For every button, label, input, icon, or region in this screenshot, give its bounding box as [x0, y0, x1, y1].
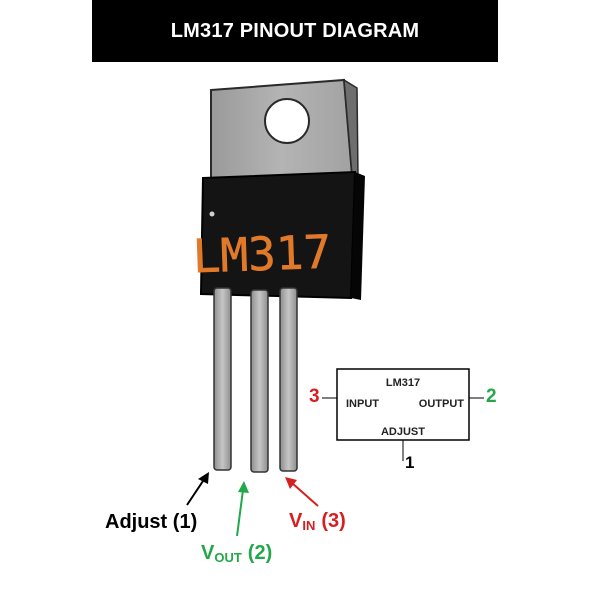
schematic-pin-1: 1	[405, 453, 414, 472]
schematic-input-label: INPUT	[346, 398, 379, 410]
schematic-output-label: OUTPUT	[419, 398, 465, 410]
pin-1-lead	[213, 287, 232, 471]
pin-labels: Adjust (1) VOUT(2) VIN(3)	[105, 510, 346, 565]
schematic-box	[336, 368, 470, 441]
heatsink-tab	[210, 78, 359, 184]
adjust-label: Adjust (1)	[105, 511, 197, 533]
vout-arrow-icon	[236, 489, 244, 537]
schematic-part-label: LM317	[386, 377, 420, 389]
mounting-hole-icon	[264, 98, 310, 144]
vin-arrow-icon	[291, 482, 319, 507]
chip-body: LM317	[192, 170, 365, 300]
pins	[213, 287, 298, 473]
vin-label: VIN(3)	[289, 510, 346, 533]
pin-arrows	[186, 472, 319, 537]
chip-marking: LM317	[192, 225, 332, 284]
pin-3-lead	[279, 287, 298, 472]
adjust-arrow-icon	[186, 477, 206, 506]
schematic-adjust-label: ADJUST	[381, 426, 425, 438]
vout-label: VOUT(2)	[201, 542, 272, 565]
schematic-pin-3: 3	[309, 386, 320, 407]
page-title: LM317 PINOUT DIAGRAM	[92, 0, 498, 62]
pin-2-lead	[250, 289, 269, 473]
schematic-symbol: LM317 INPUT OUTPUT ADJUST 3 2 1	[309, 368, 497, 472]
schematic-pin-2: 2	[486, 386, 497, 407]
